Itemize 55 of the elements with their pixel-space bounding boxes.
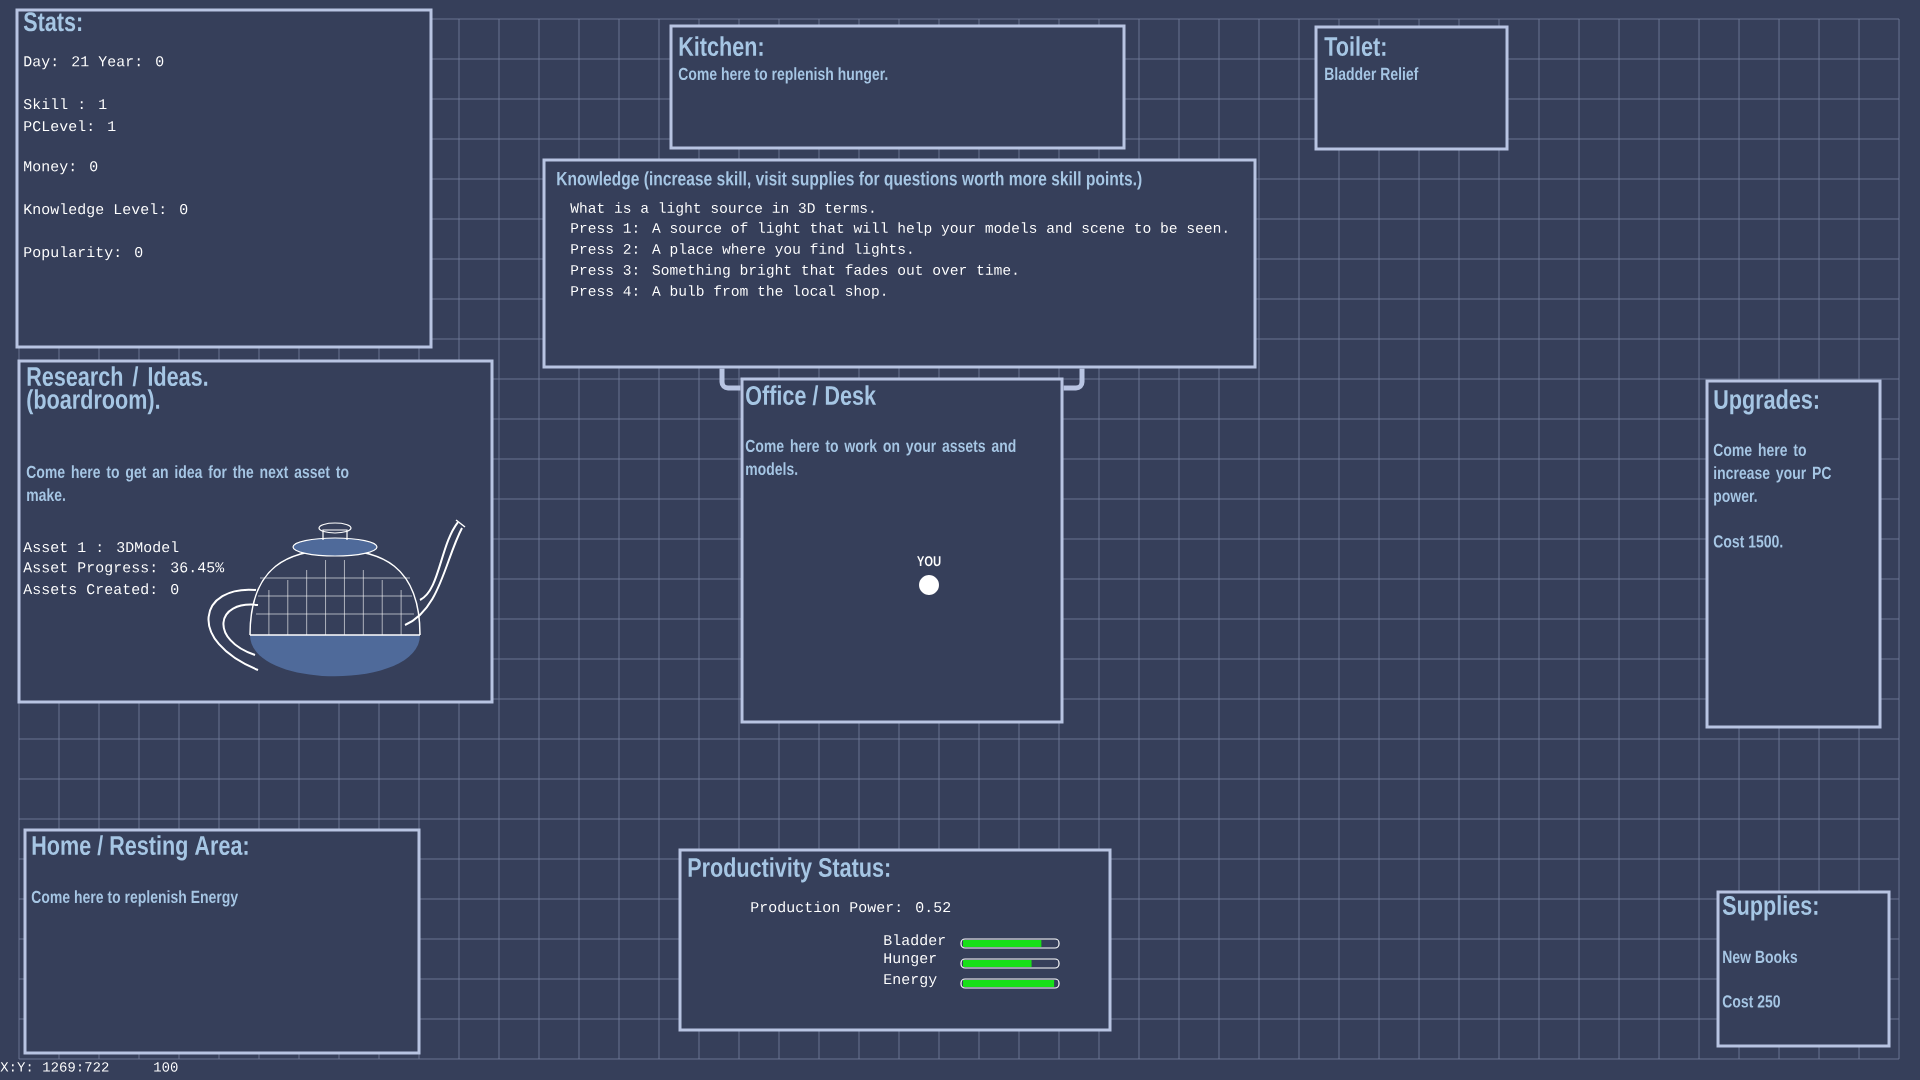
stat-text: Production Power: 0.52: [751, 901, 951, 913]
panel: [678, 848, 1112, 1032]
panel-heading: Productivity Status:: [688, 857, 890, 883]
panel-text: Come here to replenish Energy: [31, 890, 239, 907]
panel: [15, 8, 433, 349]
stat-text: Asset 1 : 3DModel: [23, 541, 179, 553]
stat-text: PCLevel: 1: [24, 120, 116, 132]
panel: [1716, 890, 1891, 1048]
player-label: YOU: [917, 556, 941, 567]
panel-text: New Books: [1723, 950, 1798, 964]
panel: [1314, 25, 1509, 151]
stat-text: Popularity: 0: [24, 246, 143, 261]
panel-heading: Office / Desk: [746, 385, 877, 406]
stat-text: Money: 0: [24, 161, 98, 175]
panel-heading: Supplies:: [1722, 895, 1818, 921]
panel: [542, 158, 1257, 369]
panel-heading: Stats:: [23, 12, 82, 32]
stat-text: Skill : 1: [23, 98, 107, 110]
question-text: Press 4: A bulb from the local shop.: [571, 285, 885, 299]
panel: [17, 359, 494, 704]
panel: [740, 377, 1064, 724]
status-bar: [884, 934, 1060, 949]
stat-text: Asset Progress: 36.45%: [23, 562, 225, 576]
bracket-connector: [719, 368, 741, 391]
bracket-connector: [1063, 368, 1085, 391]
question-text: What is a light source in 3D terms.: [570, 202, 874, 216]
panel: [23, 828, 421, 1055]
status-text: X:Y: 1269:722: [0, 1062, 109, 1072]
panel-text: Come here to get an idea for the next asset to make.: [26, 465, 349, 502]
panel-heading: Home / Resting Area:: [32, 835, 248, 861]
panel-heading: Kitchen:: [679, 36, 763, 57]
panel-text: Come here to increase your PC power.: [1713, 443, 1832, 506]
player-marker: [917, 556, 941, 595]
status-bar: [884, 974, 1060, 989]
panel-text: Come here to replenish hunger.: [678, 67, 888, 84]
panel-heading: Research / Ideas. (boardroom).: [27, 366, 208, 415]
status-bar: [884, 953, 1060, 969]
panel-heading: Toilet:: [1324, 36, 1386, 57]
panel: [669, 24, 1126, 150]
panel-text: Come here to work on your assets and models.: [745, 439, 1016, 476]
panel-text: Cost 250: [1722, 995, 1780, 1008]
panel: [1705, 379, 1882, 729]
stat-text: Energy: [884, 974, 937, 988]
stat-text: Bladder: [884, 934, 945, 946]
stat-text: Day: 21 Year: 0: [24, 56, 164, 70]
stat-text: Knowledge Level: 0: [24, 203, 188, 218]
panel-heading: Knowledge (increase skill, visit supplies for questions worth more skill points.): [557, 171, 1142, 190]
panel-heading: Upgrades:: [1714, 389, 1818, 415]
panel-text: Cost 1500.: [1713, 535, 1783, 548]
question-text: Press 2: A place where you find lights.: [571, 243, 912, 257]
stat-text: Hunger: [884, 953, 936, 967]
panel-text: Bladder Relief: [1325, 67, 1419, 81]
stat-text: Assets Created: 0: [23, 583, 179, 595]
question-text: Press 1: A source of light that will help your models and scene to be seen.: [571, 222, 1227, 236]
question-text: Press 3: Something bright that fades out over time.: [571, 264, 1017, 278]
